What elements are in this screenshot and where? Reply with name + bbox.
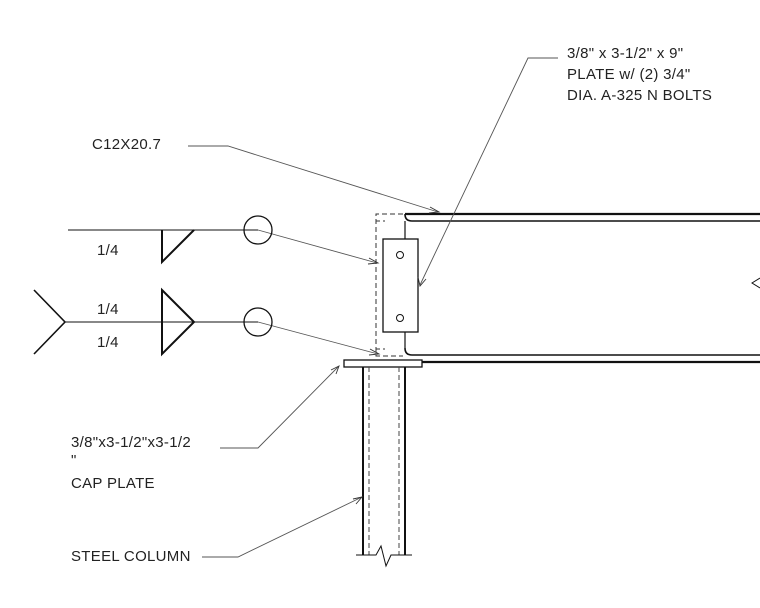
weld-all-around-icon [243,215,273,245]
cap-plate-callout-line1: 3/8"x3-1/2"x3-1/2 [71,434,191,451]
channel-top-flange-inner [404,213,760,222]
weld-bottom-leader [257,321,379,355]
weld-symbol-top [68,215,273,265]
bolt-top [396,251,404,259]
shear-plate [382,238,419,333]
plate-leader [419,57,558,286]
column-break-line [356,544,412,568]
channel-callout: C12X20.7 [92,136,162,153]
channel-bottom-flange-inner [404,347,760,356]
channel-beam [403,212,760,364]
weld-top-size: 1/4 [97,242,119,259]
weld-all-around-icon [243,307,273,337]
weld-top-leader-arrow [367,257,380,265]
column-leader-arrow [352,496,364,505]
cap-plate-callout-line2: " [71,452,77,469]
weld-bottom-leader-arrow [368,348,381,356]
weld-bottom-size-other-side: 1/4 [97,334,119,351]
plate-callout-line3: DIA. A-325 N BOLTS [567,87,713,104]
channel-hidden-lip [376,220,385,350]
plate-leader-arrow [417,276,427,287]
cap-plate-callout-line3: CAP PLATE [71,475,155,492]
column-callout: STEEL COLUMN [71,548,191,565]
cap-leader-arrow [330,365,340,375]
plate-callout-line2: PLATE w/ (2) 3/4" [567,66,691,83]
steel-column [356,367,412,568]
cap-leader [220,366,339,449]
plate-callout-line1: 3/8" x 3-1/2" x 9" [567,45,684,62]
beam-dimension-arrowhead [751,277,760,289]
weld-symbol-bottom [33,287,273,357]
bolt-bottom [396,314,404,322]
fillet-weld-icon [161,229,195,265]
weld-tail-icon [33,289,67,355]
leader-lines [188,57,558,558]
weld-top-leader [257,229,378,264]
weld-bottom-size-arrow-side: 1/4 [97,301,119,318]
channel-hidden-outline [375,213,403,357]
cap-plate [343,359,423,368]
channel-leader [188,145,439,213]
channel-leader-arrow [428,206,441,214]
column-leader [202,496,363,558]
double-fillet-weld-icon [161,287,196,357]
